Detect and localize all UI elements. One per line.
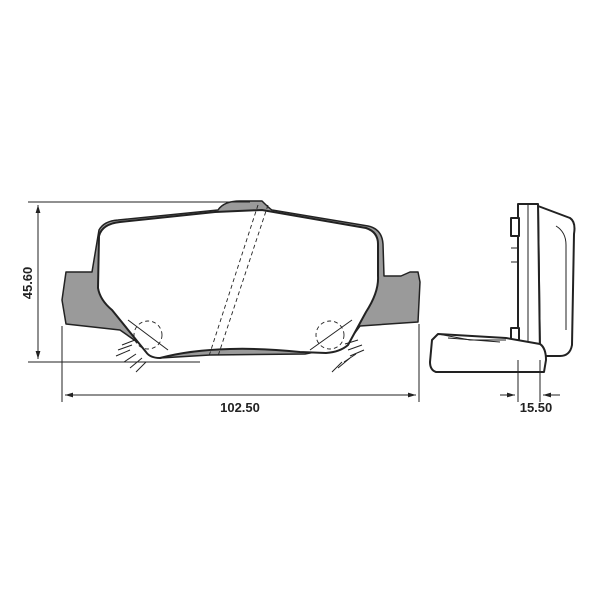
thickness-dimension: 15.50: [500, 360, 560, 415]
front-view: [61, 200, 421, 373]
side-friction: [537, 205, 576, 357]
side-backing: [517, 203, 541, 357]
left-clip-hole: [115, 319, 169, 373]
side-view: [429, 203, 576, 373]
side-clip: [429, 333, 547, 373]
slot-line-left: [208, 204, 259, 357]
side-chamfer: [555, 225, 567, 330]
slot-line-right: [217, 204, 269, 357]
height-dimension: 45.60: [20, 201, 250, 363]
width-dimension: 102.50: [61, 324, 420, 415]
width-label: 102.50: [220, 400, 260, 415]
friction-pad: [97, 209, 380, 359]
right-clip-hole: [309, 319, 365, 373]
side-tab-top: [510, 217, 520, 237]
height-label: 45.60: [20, 267, 35, 300]
thickness-label: 15.50: [520, 400, 553, 415]
